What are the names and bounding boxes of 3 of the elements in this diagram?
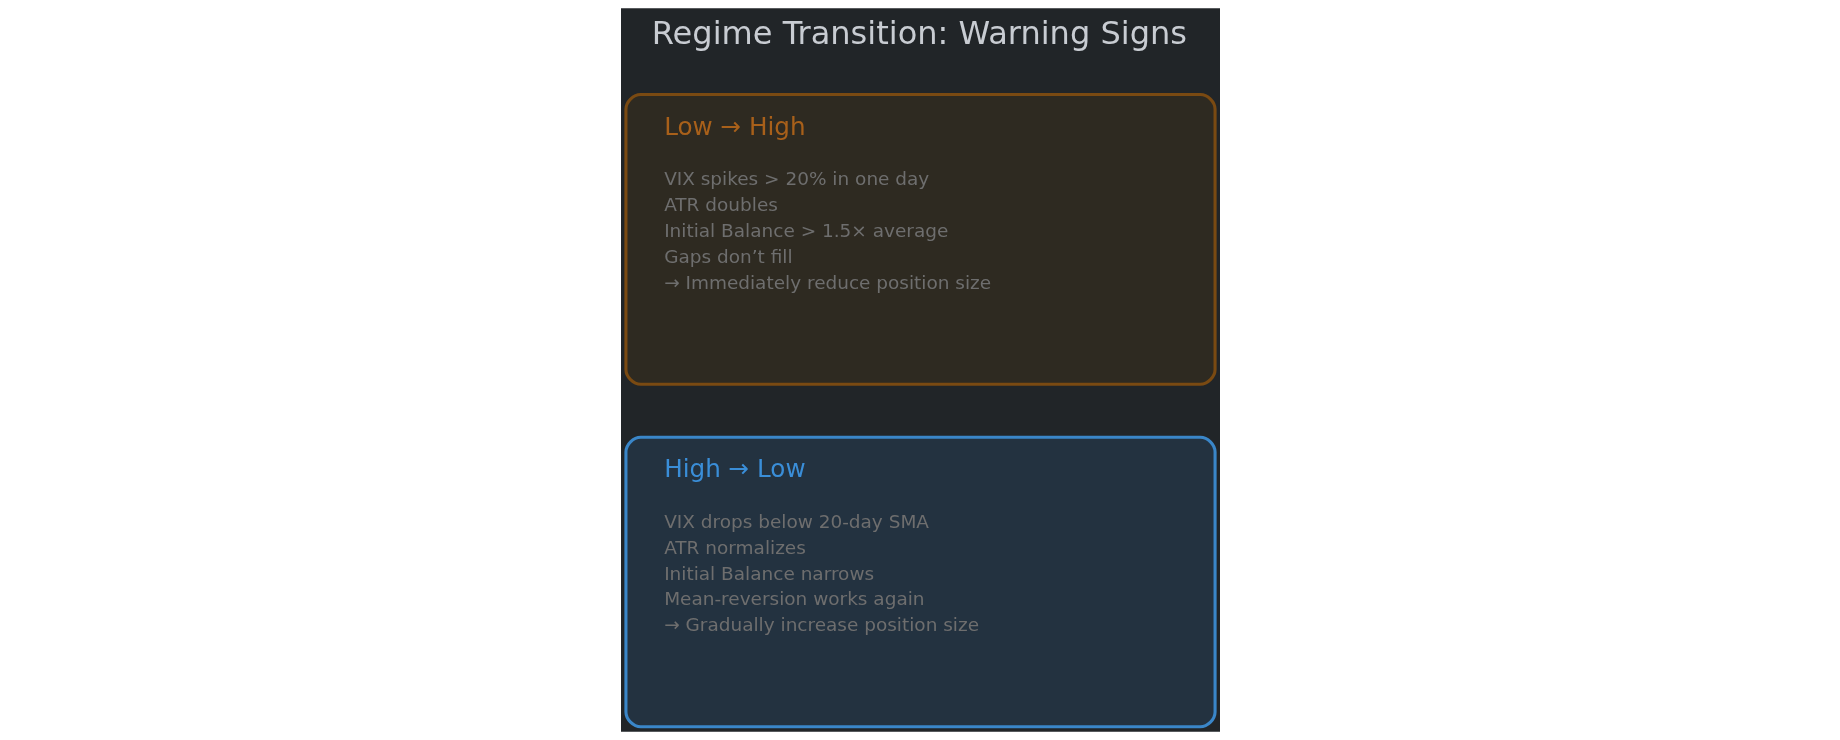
node-box: Low → High VIX spikes > 20% in one day ATR doubles Initial Balance > 1.5× average Gaps don’t fill → Immediately reduce position size [623,93,1217,386]
diagram-title: Regime Transition: Warning Signs [651,13,1187,52]
node-box: High → Low VIX drops below 20-day SMA ATR normalizes Initial Balance narrows Mean-reversion works again → Gradually increase position size [623,435,1217,729]
